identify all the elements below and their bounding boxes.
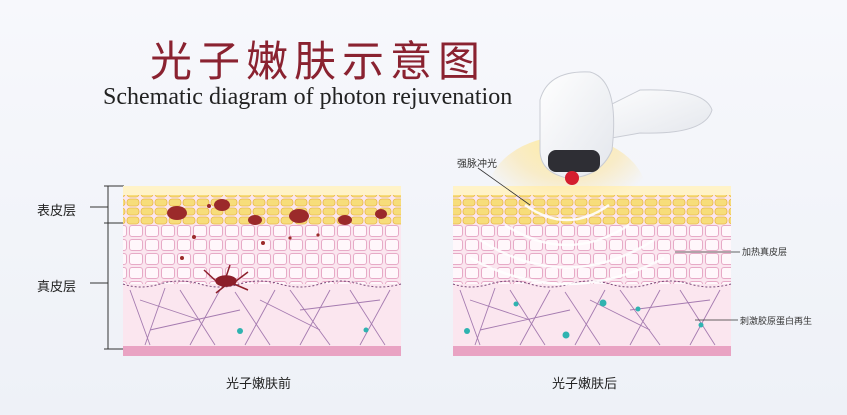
leader-lines (477, 167, 740, 321)
cell-stars-after (464, 299, 704, 339)
skin-after (452, 136, 732, 356)
label-dermis: 真皮层 (37, 280, 77, 295)
collagen-fibers (129, 287, 391, 346)
title-english: Schematic diagram of photon rejuvenation (103, 84, 513, 110)
caption-before: 光子嫩肤前 (226, 377, 292, 392)
label-heat-dermis: 加热真皮层 (742, 248, 788, 258)
label-epidermis: 表皮层 (37, 204, 77, 219)
label-pulse-light: 强脉冲光 (457, 159, 497, 170)
broken-capillary (203, 264, 249, 294)
cell-stars-before (237, 327, 369, 334)
collagen-fibers-after (459, 287, 721, 346)
device-light-icon (565, 171, 579, 185)
label-collagen: 刺激胶原蛋白再生 (740, 317, 813, 327)
layer-bracket (90, 185, 124, 350)
caption-after: 光子嫩肤后 (552, 377, 618, 392)
light-glow (487, 136, 647, 256)
pigment-spots (167, 199, 387, 260)
light-waves (469, 203, 665, 286)
skin-before (122, 186, 402, 356)
photon-device (539, 71, 713, 185)
title-chinese: 光子嫩肤示意图 (150, 37, 487, 86)
